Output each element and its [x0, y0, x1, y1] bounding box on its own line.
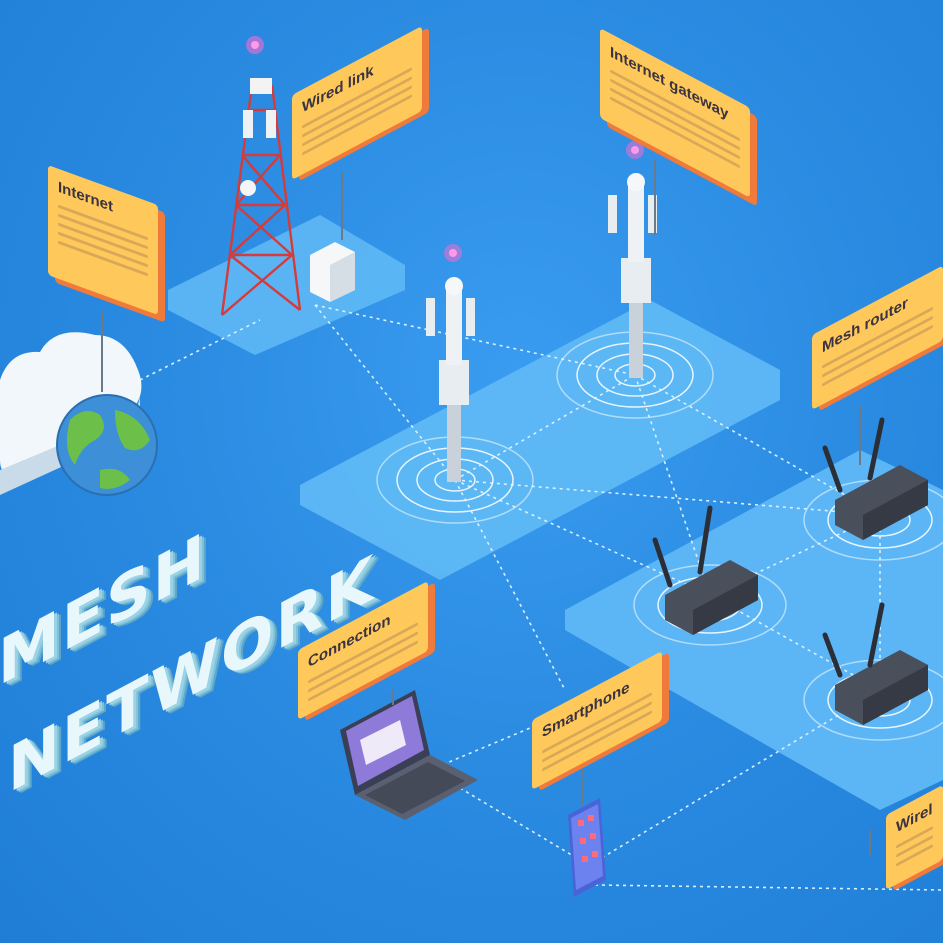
cell-tower-icon: [608, 141, 657, 378]
wired-box-icon: [310, 242, 355, 302]
platform-towers: [300, 300, 780, 580]
label-stems: [101, 160, 871, 855]
globe-icon: [56, 394, 158, 496]
network-links: [139, 304, 943, 891]
laptop-icon: [340, 690, 478, 820]
cell-tower-icon: [426, 244, 475, 482]
mesh-router-icon: [652, 505, 758, 635]
smartphone-icon: [568, 798, 606, 897]
mesh-router-icon: [822, 602, 928, 725]
platform-routers: [565, 450, 943, 810]
mesh-router-icon: [822, 417, 928, 540]
platform-wired-link: [168, 215, 405, 355]
